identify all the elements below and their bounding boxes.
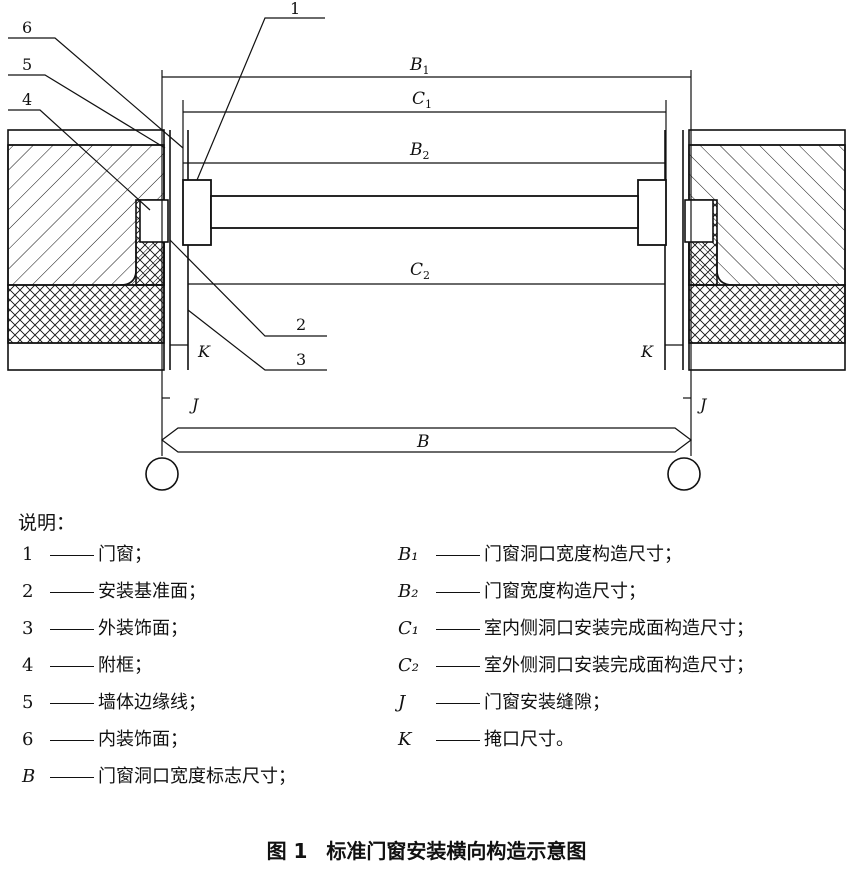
legend-dash <box>50 554 94 556</box>
construction-diagram: B1 C1 B2 C2 K K J J B 1 6 5 4 2 3 <box>7 0 846 491</box>
legend: 说明： 1 门窗； 2 安装基准面； 3 外装饰面； 4 附框； 5 墙体边缘线； 6 内装… <box>0 500 853 830</box>
legend-dash <box>436 628 480 630</box>
callout-3: 3 <box>296 350 306 369</box>
dim-label-k-right: K <box>640 342 654 361</box>
legend-code: 2 <box>22 581 34 602</box>
legend-item: J 门窗安装缝隙； <box>398 688 754 725</box>
legend-column-right: B₁ 门窗洞口宽度构造尺寸； B₂ 门窗宽度构造尺寸； C₁ 室内侧洞口安装完成面构造… <box>398 540 754 762</box>
legend-text: 附框； <box>98 655 152 676</box>
legend-dash <box>436 702 480 704</box>
legend-item: B 门窗洞口宽度标志尺寸； <box>22 762 296 799</box>
legend-dash <box>50 665 94 667</box>
legend-item: 4 附框； <box>22 651 296 688</box>
legend-text: 门窗洞口宽度构造尺寸； <box>484 544 682 565</box>
legend-text: 外装饰面； <box>98 618 188 639</box>
legend-item: C₁ 室内侧洞口安装完成面构造尺寸； <box>398 614 754 651</box>
legend-dash <box>50 591 94 593</box>
legend-dash <box>436 739 480 741</box>
legend-item: 6 内装饰面； <box>22 725 296 762</box>
legend-code: 5 <box>22 692 34 713</box>
legend-code: C₁ <box>398 618 419 639</box>
legend-text: 门窗安装缝隙； <box>484 692 610 713</box>
subframe-right <box>684 199 714 243</box>
dim-label-j-left: J <box>189 395 200 414</box>
figure-title: 标准门窗安装横向构造示意图 <box>326 839 587 863</box>
legend-code: 1 <box>22 544 34 565</box>
window-frame <box>182 179 667 246</box>
dim-label-j-right: J <box>697 395 708 414</box>
legend-code: B₁ <box>398 544 419 565</box>
dim-label-b2: B2 <box>409 140 430 162</box>
legend-text: 安装基准面； <box>98 581 206 602</box>
dim-label-c2: C2 <box>410 260 430 282</box>
dim-label-c1: C1 <box>412 89 432 111</box>
legend-title: 说明： <box>18 512 76 534</box>
callout-1: 1 <box>290 0 300 18</box>
legend-item: B₁ 门窗洞口宽度构造尺寸； <box>398 540 754 577</box>
legend-dash <box>436 665 480 667</box>
right-wall <box>664 129 846 371</box>
legend-item: 1 门窗； <box>22 540 296 577</box>
legend-code: 6 <box>22 729 34 750</box>
callout-leaders <box>8 17 327 371</box>
legend-item: 5 墙体边缘线； <box>22 688 296 725</box>
callout-6: 6 <box>22 18 32 37</box>
legend-dash <box>50 739 94 741</box>
legend-code: C₂ <box>398 655 419 676</box>
axis-circle-right <box>667 457 701 491</box>
legend-text: 室内侧洞口安装完成面构造尺寸； <box>484 618 754 639</box>
figure-number: 图 1 <box>266 839 308 863</box>
legend-item: B₂ 门窗宽度构造尺寸； <box>398 577 754 614</box>
legend-dash <box>436 554 480 556</box>
figure-caption: 图 1 标准门窗安装横向构造示意图 <box>0 835 853 864</box>
legend-dash <box>50 628 94 630</box>
legend-code: K <box>398 729 412 750</box>
legend-item: 2 安装基准面； <box>22 577 296 614</box>
callout-2: 2 <box>296 315 306 334</box>
callout-5: 5 <box>22 55 32 74</box>
legend-code: B <box>22 766 36 787</box>
legend-dash <box>50 702 94 704</box>
legend-dash <box>50 776 94 778</box>
legend-text: 门窗； <box>98 544 152 565</box>
dimension-lines <box>161 70 692 456</box>
left-wall <box>7 129 189 371</box>
dim-label-b: B <box>416 432 430 452</box>
legend-code: J <box>398 692 406 713</box>
callout-4: 4 <box>22 90 32 109</box>
dim-label-k-left: K <box>197 342 211 361</box>
legend-code: B₂ <box>398 581 419 602</box>
legend-code: 4 <box>22 655 34 676</box>
legend-text: 墙体边缘线； <box>98 692 206 713</box>
axis-circle-left <box>145 457 179 491</box>
legend-text: 内装饰面； <box>98 729 188 750</box>
legend-item: 3 外装饰面； <box>22 614 296 651</box>
legend-text: 掩口尺寸。 <box>484 729 574 750</box>
legend-dash <box>436 591 480 593</box>
legend-text: 门窗宽度构造尺寸； <box>484 581 646 602</box>
dim-label-b1: B1 <box>409 55 430 77</box>
legend-text: 室外侧洞口安装完成面构造尺寸； <box>484 655 754 676</box>
legend-code: 3 <box>22 618 34 639</box>
legend-item: K 掩口尺寸。 <box>398 725 754 762</box>
legend-item: C₂ 室外侧洞口安装完成面构造尺寸； <box>398 651 754 688</box>
subframe-left <box>139 199 169 243</box>
legend-text: 门窗洞口宽度标志尺寸； <box>98 766 296 787</box>
